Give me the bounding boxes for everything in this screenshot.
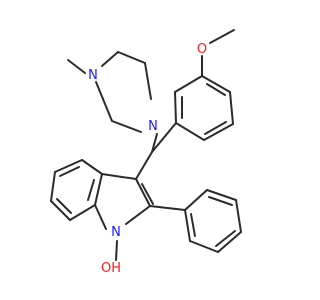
bond-indole-benzo-double bbox=[56, 198, 72, 214]
bond-aryl bbox=[174, 91, 177, 124]
bond-indole-benzo bbox=[81, 159, 103, 175]
bond-indole-benzo bbox=[69, 204, 96, 221]
bond-aryl-double bbox=[206, 83, 226, 96]
bond-piperazine bbox=[117, 51, 146, 64]
bond-aryl bbox=[203, 123, 234, 141]
hydroxyl-oxygen-letter: O bbox=[101, 261, 111, 276]
bond-n-ch bbox=[151, 133, 158, 153]
bond-ch-aryl bbox=[151, 122, 177, 153]
bond-phenyl bbox=[217, 231, 242, 253]
bond-phenyl-double bbox=[208, 196, 233, 206]
bond-indole bbox=[101, 173, 137, 180]
bond-indole bbox=[135, 178, 151, 207]
bond-o-methyl bbox=[209, 29, 235, 44]
bond-phenyl bbox=[235, 199, 242, 233]
bond-piperazine bbox=[101, 51, 119, 67]
bond-phenyl bbox=[184, 209, 191, 242]
bond-indole bbox=[94, 204, 107, 230]
atom-labels: O N N N OH bbox=[88, 42, 207, 276]
bond-n-oh bbox=[115, 240, 118, 261]
piperazine-nitrogen-link-label: N bbox=[148, 119, 158, 134]
bond-indole-benzo-double bbox=[87, 179, 95, 201]
bond-indole bbox=[125, 205, 151, 225]
bond-piperazine bbox=[111, 120, 142, 133]
bond-indole-benzo bbox=[50, 171, 56, 202]
bond-phenyl-double bbox=[190, 213, 196, 237]
bond-indole bbox=[94, 173, 103, 206]
bond-piperazine bbox=[95, 81, 113, 122]
bond-phenyl bbox=[189, 240, 219, 253]
bond-aryl bbox=[229, 91, 234, 125]
bond-indole-benzo bbox=[50, 200, 71, 221]
bond-indole-phenyl bbox=[149, 205, 186, 211]
bond-aryl-double bbox=[204, 121, 227, 135]
bond-indole-benzo bbox=[54, 159, 83, 173]
bond-aryl bbox=[175, 122, 205, 141]
bond-indole-double bbox=[141, 183, 154, 205]
bond-phenyl bbox=[206, 189, 237, 201]
bond-phenyl bbox=[184, 189, 208, 211]
molecule-structure-diagram: O N N N OH bbox=[50, 29, 242, 276]
bond-ch-indole bbox=[135, 151, 153, 180]
bond-n-methyl bbox=[67, 59, 86, 74]
bond-aryl bbox=[201, 75, 231, 93]
piperazine-nitrogen-methyl-label: N bbox=[88, 68, 98, 83]
bonds bbox=[50, 29, 242, 261]
hydroxyl-oxygen-label: OH bbox=[101, 261, 121, 276]
bond-indole-benzo-double bbox=[59, 166, 80, 177]
bond-phenyl-double bbox=[215, 230, 236, 247]
bond-piperazine bbox=[144, 62, 152, 100]
methoxy-oxygen-label: O bbox=[197, 42, 207, 57]
bond-aryl bbox=[174, 75, 203, 93]
indole-nitrogen-label: N bbox=[111, 225, 121, 240]
hydroxyl-hydrogen-letter: H bbox=[111, 261, 121, 276]
